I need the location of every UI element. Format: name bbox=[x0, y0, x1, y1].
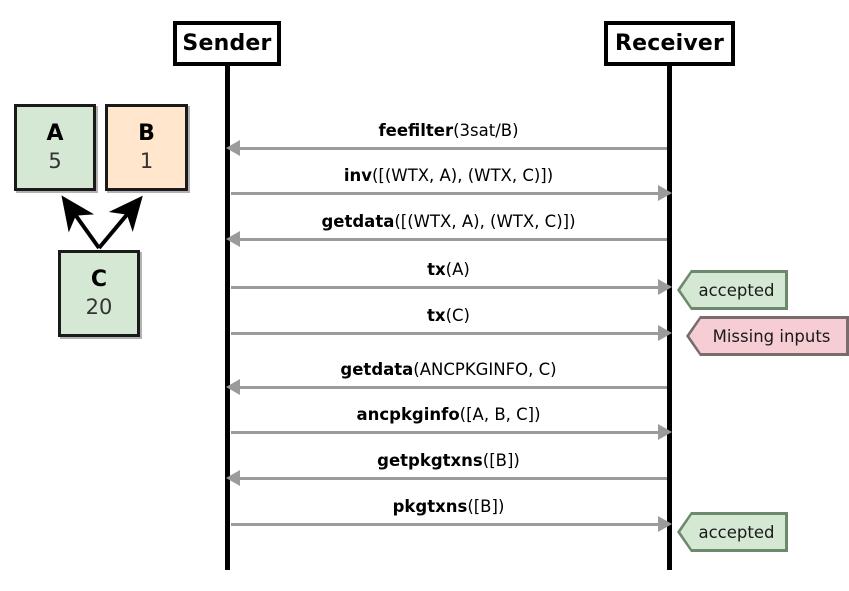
message-arrow-line-getdata bbox=[238, 386, 667, 389]
message-args-feefilter: (3sat/B) bbox=[453, 121, 519, 140]
message-name-getpkgtxns: getpkgtxns bbox=[377, 451, 483, 470]
participant-label-receiver: Receiver bbox=[614, 31, 725, 56]
message-args-getdata: ([(WTX, A), (WTX, C)]) bbox=[394, 212, 576, 231]
message-arrow-line-inv bbox=[230, 192, 659, 195]
message-label-ancpkginfo: ancpkginfo([A, B, C]) bbox=[356, 405, 540, 424]
participant-header-receiver: Receiver bbox=[604, 21, 735, 66]
transaction-node-a: A 5 bbox=[14, 104, 96, 191]
transaction-dag-edges bbox=[61, 195, 143, 250]
message-arrowhead-getdata bbox=[225, 379, 240, 395]
message-arrow-line-tx bbox=[230, 286, 659, 289]
message-arrow-line-ancpkginfo bbox=[230, 431, 659, 434]
status-badge-missing-inputs: Missing inputs bbox=[686, 316, 849, 356]
message-args-tx: (C) bbox=[445, 306, 470, 325]
message-args-ancpkginfo: ([A, B, C]) bbox=[459, 405, 541, 424]
message-name-feefilter: feefilter bbox=[378, 121, 454, 140]
message-label-getpkgtxns: getpkgtxns([B]) bbox=[377, 451, 520, 470]
message-label-tx: tx(C) bbox=[427, 306, 470, 325]
message-arrowhead-getdata bbox=[225, 231, 240, 247]
message-arrowhead-pkgtxns bbox=[657, 516, 672, 532]
message-arrow-line-tx bbox=[230, 332, 659, 335]
message-name-getdata: getdata bbox=[321, 212, 395, 231]
message-arrow-line-getdata bbox=[238, 238, 667, 241]
transaction-node-b-name: B bbox=[138, 121, 155, 147]
transaction-node-b-value: 1 bbox=[139, 148, 154, 173]
message-name-tx: tx bbox=[427, 260, 446, 279]
message-name-getdata: getdata bbox=[340, 360, 414, 379]
message-name-ancpkginfo: ancpkginfo bbox=[356, 405, 460, 424]
message-name-pkgtxns: pkgtxns bbox=[392, 497, 468, 516]
message-args-pkgtxns: ([B]) bbox=[467, 497, 505, 516]
transaction-node-b: B 1 bbox=[105, 104, 188, 191]
message-name-inv: inv bbox=[343, 166, 372, 185]
message-arrowhead-getpkgtxns bbox=[225, 470, 240, 486]
message-label-pkgtxns: pkgtxns([B]) bbox=[393, 497, 505, 516]
message-name-tx: tx bbox=[427, 306, 446, 325]
dag-edge-c-to-b bbox=[97, 195, 143, 250]
participant-header-sender: Sender bbox=[173, 21, 281, 66]
message-args-tx: (A) bbox=[445, 260, 470, 279]
status-badge-accepted-tx-a-label: accepted bbox=[698, 280, 775, 300]
message-arrow-line-pkgtxns bbox=[230, 523, 659, 526]
transaction-node-c: C 20 bbox=[58, 250, 140, 337]
message-arrow-line-getpkgtxns bbox=[238, 477, 667, 480]
message-arrowhead-tx bbox=[657, 279, 672, 295]
status-badge-accepted-pkgtxns-label: accepted bbox=[698, 522, 775, 542]
transaction-node-c-name: C bbox=[90, 267, 108, 293]
message-label-getdata: getdata([(WTX, A), (WTX, C)]) bbox=[321, 212, 575, 231]
lifeline-sender bbox=[225, 65, 230, 570]
message-args-inv: ([(WTX, A), (WTX, C)]) bbox=[372, 166, 554, 185]
status-badge-accepted-pkgtxns: accepted bbox=[677, 512, 788, 552]
message-label-tx: tx(A) bbox=[427, 260, 470, 279]
message-arrowhead-feefilter bbox=[225, 140, 240, 156]
message-arrowhead-tx bbox=[657, 325, 672, 341]
message-arrowhead-ancpkginfo bbox=[657, 424, 672, 440]
transaction-node-a-value: 5 bbox=[48, 148, 62, 173]
lifeline-receiver bbox=[667, 65, 672, 570]
participant-label-sender: Sender bbox=[182, 31, 272, 56]
status-badge-missing-inputs-label: Missing inputs bbox=[712, 326, 831, 346]
message-args-getpkgtxns: ([B]) bbox=[482, 451, 520, 470]
message-label-getdata: getdata(ANCPKGINFO, C) bbox=[340, 360, 556, 379]
transaction-node-c-value: 20 bbox=[85, 294, 113, 319]
transaction-node-a-name: A bbox=[46, 121, 64, 147]
dag-edge-c-to-a bbox=[61, 195, 101, 250]
message-label-feefilter: feefilter(3sat/B) bbox=[378, 121, 518, 140]
message-arrow-line-feefilter bbox=[238, 147, 667, 150]
message-label-inv: inv([(WTX, A), (WTX, C)]) bbox=[344, 166, 553, 185]
status-badge-accepted-tx-a: accepted bbox=[677, 270, 788, 310]
message-arrowhead-inv bbox=[657, 185, 672, 201]
message-args-getdata: (ANCPKGINFO, C) bbox=[413, 360, 557, 379]
